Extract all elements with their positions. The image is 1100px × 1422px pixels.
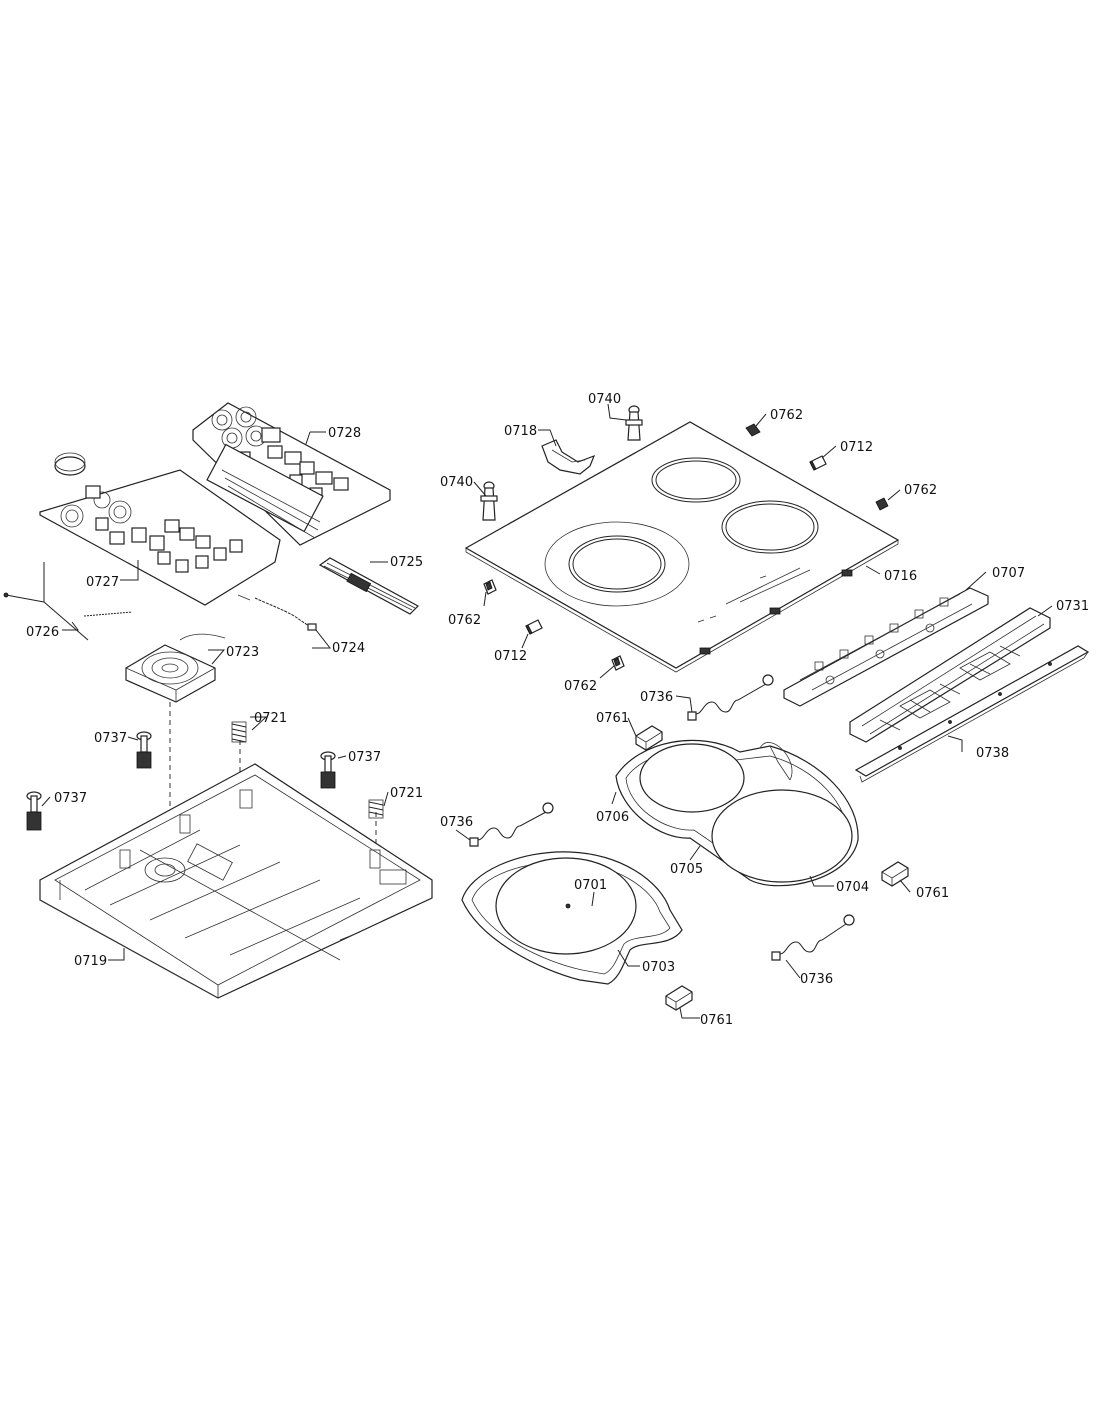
label-0704: 0704 [836,880,869,895]
clip-0740-b [480,481,498,521]
label-0724: 0724 [332,641,365,656]
frame-0731 [849,607,1051,743]
rail-0738 [854,645,1090,783]
label-0707: 0707 [992,566,1025,581]
part-labels: 0728 0727 0725 0726 0724 0723 0721 0737 … [26,392,1089,1028]
label-0736-c: 0736 [800,972,833,987]
label-0737-b: 0737 [348,750,381,765]
label-0701: 0701 [574,878,607,893]
bottom-housing-0719 [39,763,433,999]
label-0761-b: 0761 [916,886,949,901]
clip-0740-a [625,405,643,441]
clip-0712-b [525,619,543,635]
label-0731: 0731 [1056,599,1089,614]
foot-0737-c [26,791,42,831]
label-0728: 0728 [328,426,361,441]
label-0723: 0723 [226,645,259,660]
coil-0701-center [565,903,571,909]
label-0736-b: 0736 [440,815,473,830]
label-0703: 0703 [642,960,675,975]
label-0737-a: 0737 [94,731,127,746]
label-0719: 0719 [74,954,107,969]
label-0712-b: 0712 [494,649,527,664]
spring-0721-b [368,799,384,819]
ferrite-0761-c [665,985,693,1011]
foot-0737-a [136,731,152,769]
power-board-0727 [39,443,324,606]
label-0762-d: 0762 [564,679,597,694]
label-0721-a: 0721 [254,711,287,726]
clip-0762-c [483,579,497,595]
coil-0706 [639,743,745,813]
bracket-0718 [541,439,596,475]
sensor-0736-a [687,674,774,721]
label-0725: 0725 [390,555,423,570]
foot-0737-b [320,751,336,789]
ferrite-0761-a [635,725,663,751]
cooling-fan-0723 [125,633,226,703]
label-0761-c: 0761 [700,1013,733,1028]
spring-0721-a [231,721,247,743]
label-0762-a: 0762 [770,408,803,423]
label-0712-a: 0712 [840,440,873,455]
label-0718: 0718 [504,424,537,439]
label-0738: 0738 [976,746,1009,761]
leader-lines [41,403,1053,1019]
label-0721-b: 0721 [390,786,423,801]
label-0762-b: 0762 [904,483,937,498]
clip-0712-a [809,455,827,471]
label-0726: 0726 [26,625,59,640]
ferrite-0761-b [881,861,909,887]
label-0705: 0705 [670,862,703,877]
wire-0724 [237,594,317,631]
power-board-0728 [192,402,391,546]
label-0740-a: 0740 [588,392,621,407]
sensor-0736-b [469,802,554,847]
label-0706: 0706 [596,810,629,825]
clip-0762-b [875,497,889,511]
spring-clips-0726 [3,562,133,641]
control-board-0707 [783,587,989,707]
label-0762-c: 0762 [448,613,481,628]
glass-top-0716 [464,421,900,673]
label-0740-b: 0740 [440,475,473,490]
label-0737-c: 0737 [54,791,87,806]
coil-0705 [711,789,853,883]
clip-0762-d [611,655,625,671]
label-0727: 0727 [86,575,119,590]
clip-0762-a [745,423,761,437]
label-0736-a: 0736 [640,690,673,705]
sensor-0736-c [771,914,855,961]
label-0716: 0716 [884,569,917,584]
ribbon-cable-0725 [318,557,419,615]
label-0761-a: 0761 [596,711,629,726]
